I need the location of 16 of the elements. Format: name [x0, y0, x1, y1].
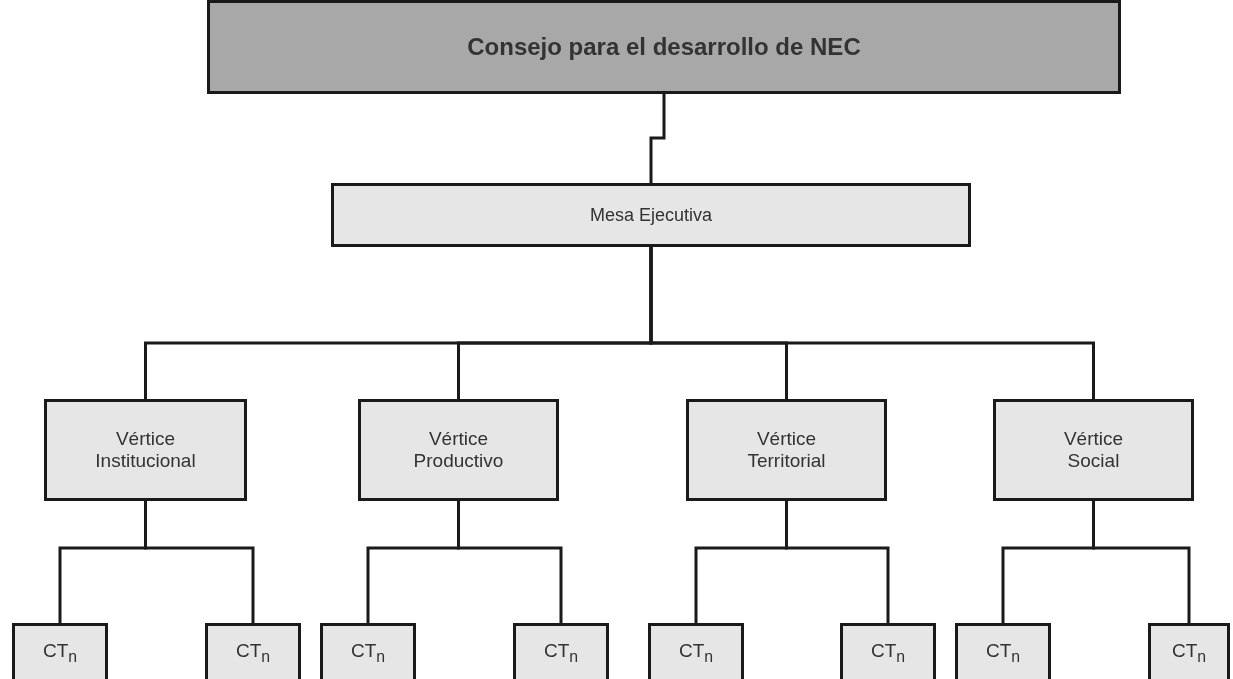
title-box: Consejo para el desarrollo de NEC	[207, 0, 1121, 94]
process-box: Mesa Ejecutiva	[331, 183, 971, 247]
process-box: CT$_{n}$	[12, 623, 108, 679]
process-box: CT$_{n}$	[840, 623, 936, 679]
process-box: Vértice Territorial	[686, 399, 887, 501]
process-box: Vértice Productivo	[358, 399, 559, 501]
process-box: CT$_{n}$	[320, 623, 416, 679]
connector-line	[649, 247, 1095, 399]
connector-line	[649, 94, 666, 183]
process-box: Vértice Institucional	[44, 399, 247, 501]
process-box: CT$_{n}$	[648, 623, 744, 679]
process-box: CT$_{n}$	[1148, 623, 1230, 679]
process-box: CT$_{n}$	[205, 623, 301, 679]
process-box: CT$_{n}$	[955, 623, 1051, 679]
process-box: CT$_{n}$	[513, 623, 609, 679]
process-box: Vértice Social	[993, 399, 1194, 501]
